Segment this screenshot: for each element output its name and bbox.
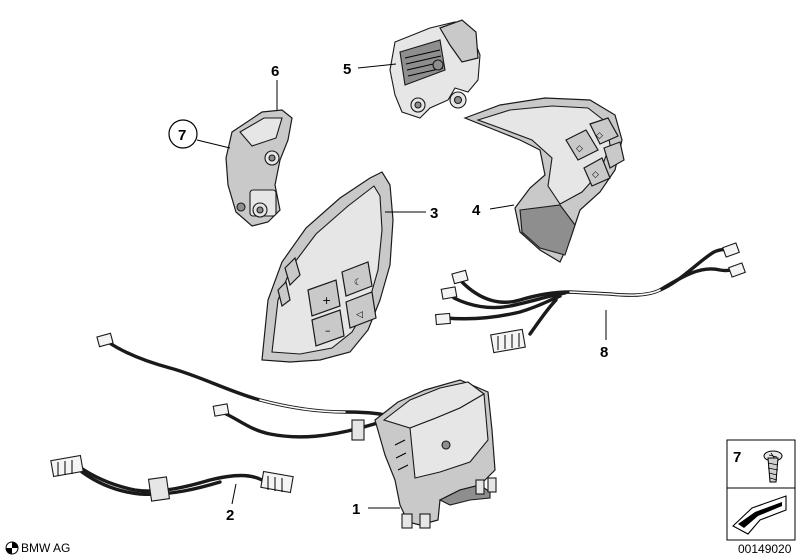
svg-text:◇: ◇ xyxy=(592,170,599,180)
bmw-logo-icon xyxy=(5,541,19,555)
callout-1: 1 xyxy=(352,501,360,518)
svg-text:◁: ◁ xyxy=(356,310,363,320)
callout-numbers: 1 2 3 4 5 6 7 8 xyxy=(168,61,608,524)
footer: BMW AG 00149020 xyxy=(5,541,792,556)
leader-lines xyxy=(196,63,607,509)
svg-text:◇: ◇ xyxy=(596,131,603,141)
brand-label: BMW AG xyxy=(21,541,70,555)
callout-4: 4 xyxy=(472,202,481,219)
part-5-switch-carrier xyxy=(389,19,481,119)
callout-7-circle xyxy=(168,119,198,149)
diagram-symbol-icon xyxy=(732,495,787,535)
diagram-number: 00149020 xyxy=(738,542,792,556)
part-3-switch-cover-left: + – ☾ ◁ xyxy=(261,171,394,363)
part-1-control-unit xyxy=(374,379,497,529)
callout-5: 5 xyxy=(343,61,351,78)
callout-7: 7 xyxy=(178,127,186,144)
svg-text:☾: ☾ xyxy=(354,278,362,288)
svg-text:◇: ◇ xyxy=(576,144,583,154)
svg-text:+: + xyxy=(322,294,331,307)
screw-icon xyxy=(763,450,783,483)
legend-box: 7 xyxy=(726,439,796,541)
callout-8: 8 xyxy=(600,344,608,361)
callout-3: 3 xyxy=(430,205,438,222)
button-cluster: + – ☾ ◁ xyxy=(307,261,377,347)
svg-text:–: – xyxy=(325,324,331,337)
part-6-bracket xyxy=(225,109,293,227)
callout-6: 6 xyxy=(271,63,279,80)
button-cluster-right: ◇ ◇ ◇ xyxy=(565,117,625,187)
part-8-wiring-harness xyxy=(434,242,746,354)
part-4-switch-cover-right: ◇ ◇ ◇ xyxy=(463,97,625,263)
callout-2: 2 xyxy=(226,507,234,524)
legend-item-number: 7 xyxy=(733,449,741,466)
part-2-wiring-harness xyxy=(50,332,402,502)
